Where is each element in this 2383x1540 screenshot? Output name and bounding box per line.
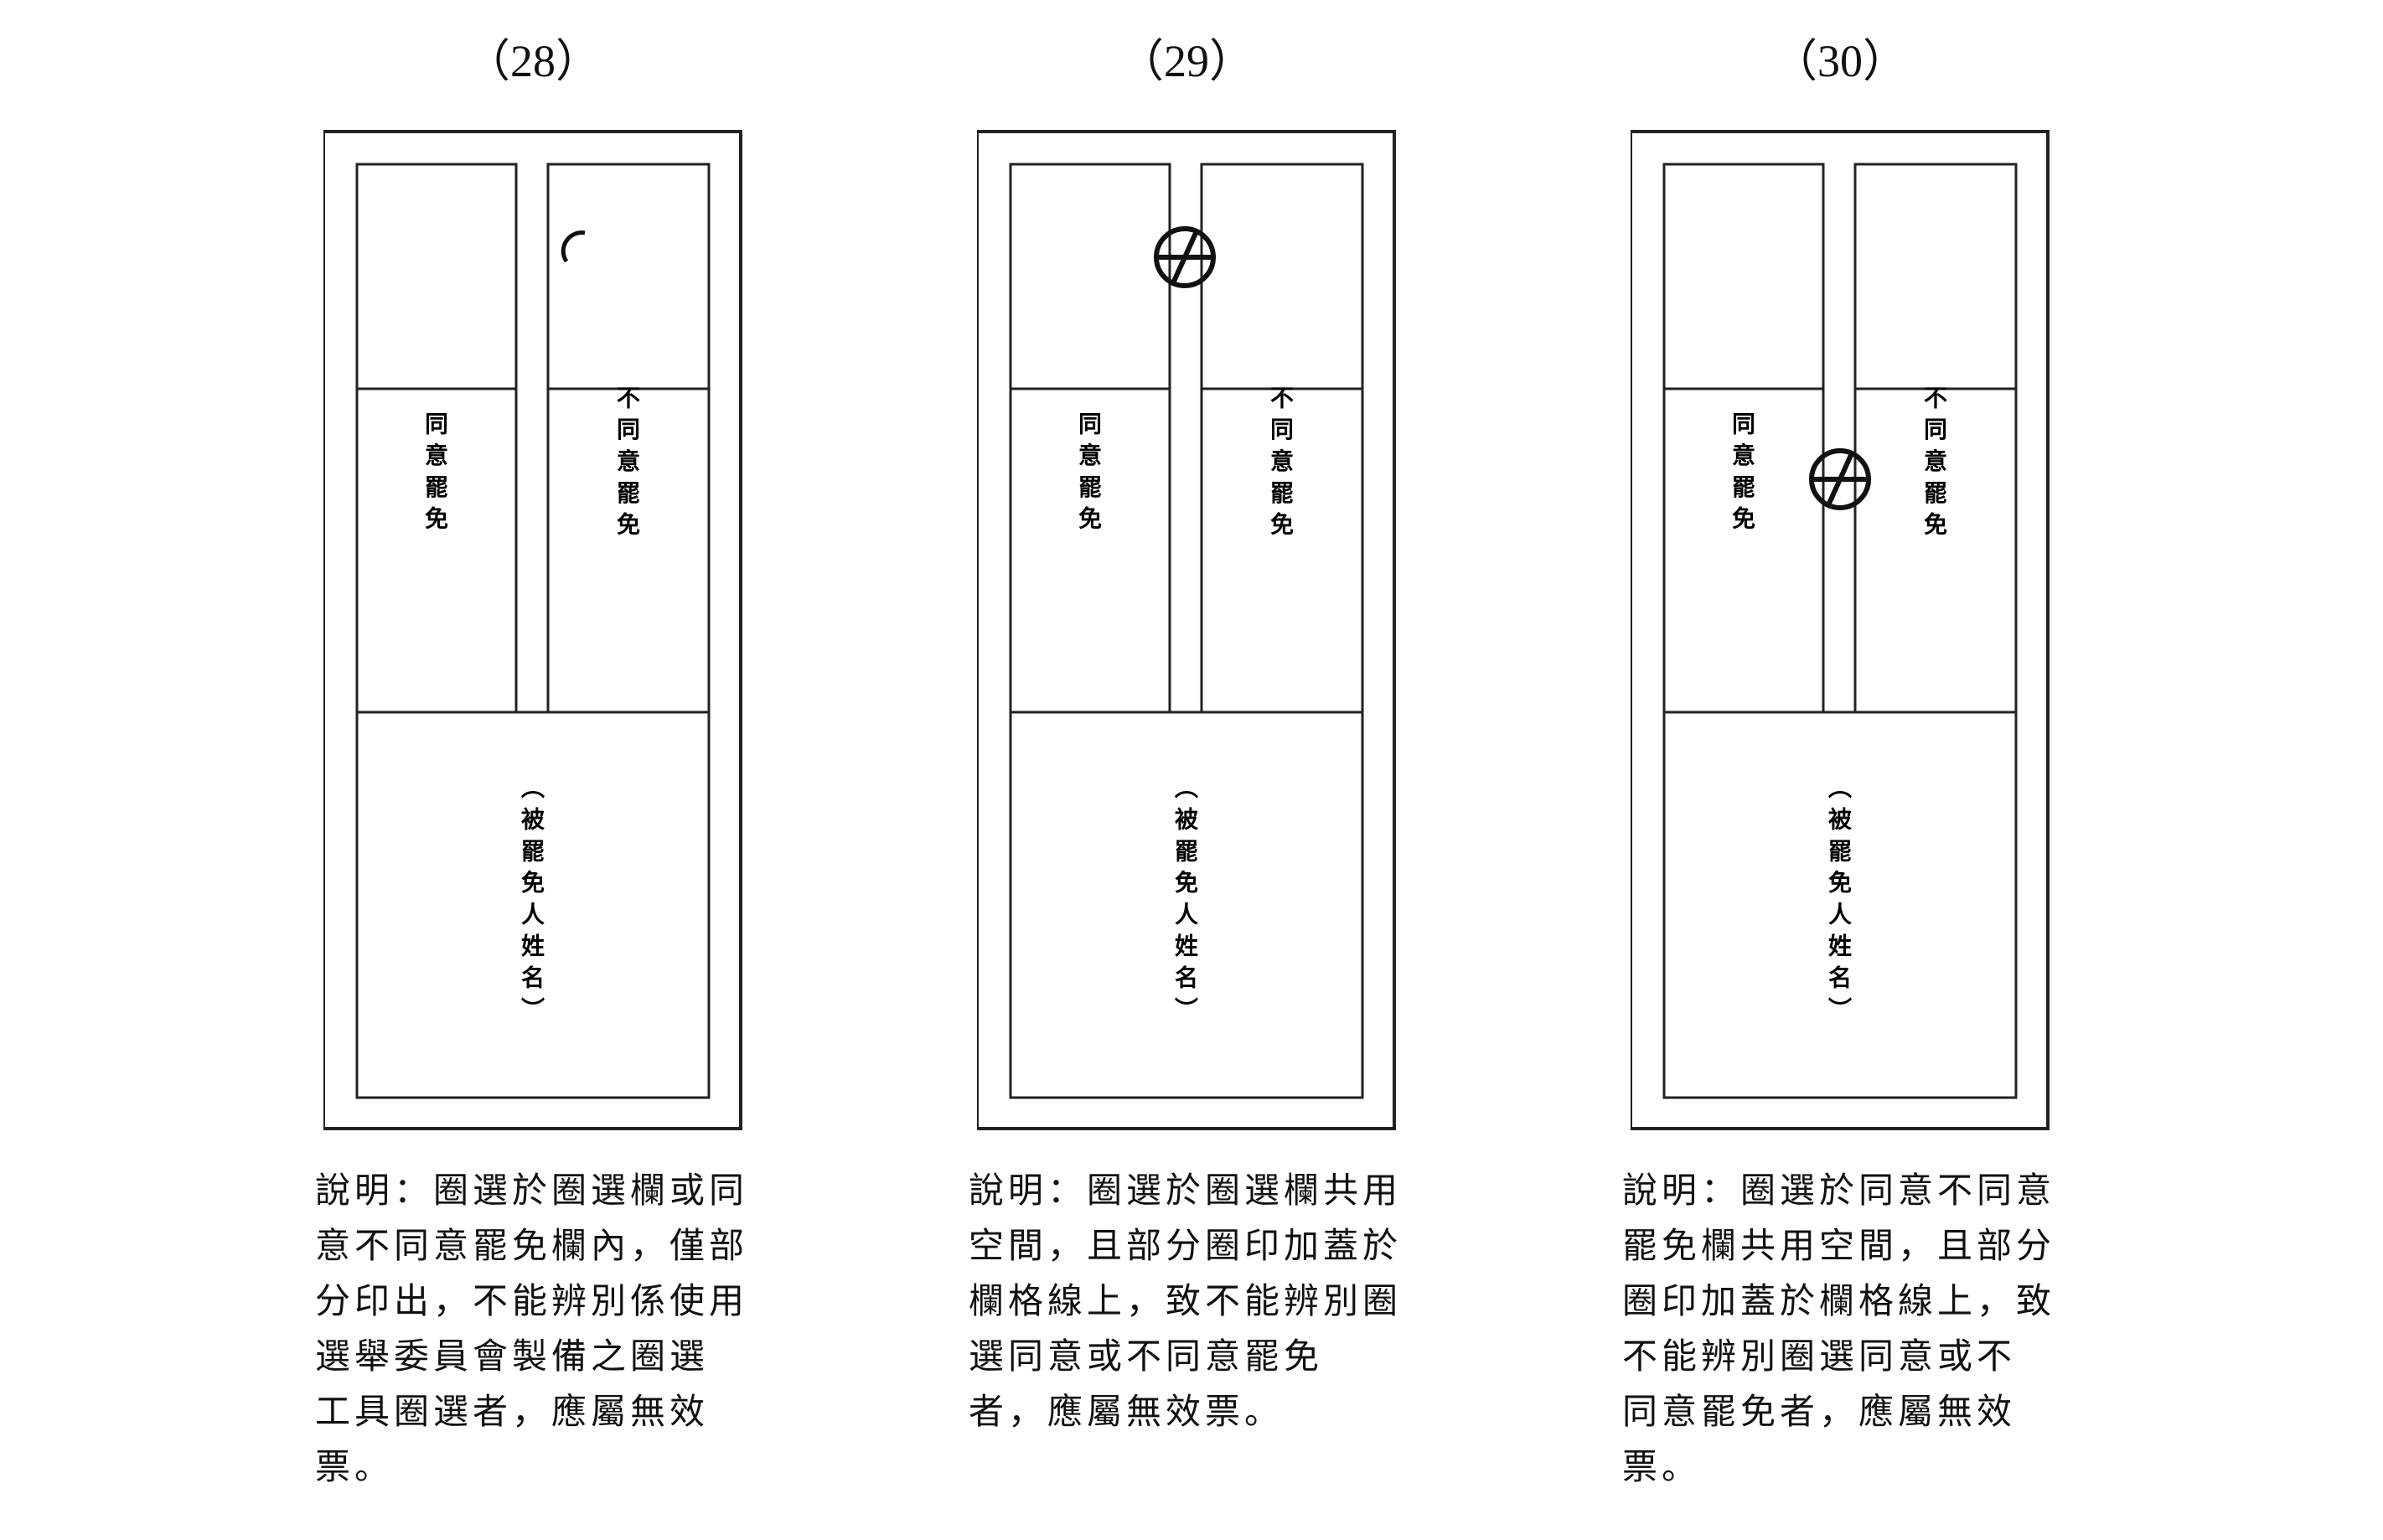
- caption-line: 欄格線上，致不能辨別圈: [969, 1280, 1403, 1321]
- caption-line: 不能辨別圈選同意或不: [1622, 1336, 2017, 1377]
- ballot-outer-border: [1631, 130, 2050, 1130]
- disagree-label: 不同意罷免: [617, 384, 640, 538]
- partial-stamp-mark: [561, 230, 586, 263]
- ballot-diagram: 同意罷免 不同意罷免 ︵被罷免人姓名︶: [977, 130, 1396, 1130]
- vote-cell-left: [1009, 163, 1171, 390]
- caption-line: 同意罷免者，應屬無效: [1622, 1391, 2017, 1432]
- name-cell: [1009, 711, 1364, 1099]
- ballot-diagram: 同意罷免 不同意罷免 ︵被罷免人姓名︶: [1631, 130, 2050, 1130]
- circle-slash-stamp: [1809, 448, 1871, 510]
- caption-line: 工具圈選者，應屬無效: [315, 1391, 710, 1432]
- agree-label: 同意罷免: [425, 410, 448, 532]
- vote-cell-left: [1662, 163, 1825, 390]
- candidate-name-label: ︵被罷免人姓名︶: [1175, 774, 1198, 1024]
- ballot-panel-29: （29） 同意罷免 不同意罷免 ︵被罷免人姓名︶ 說明：圈選於圈選欄共用 空間，…: [860, 0, 1513, 1540]
- caption-line: 圈印加蓋於欄格線上，致: [1622, 1280, 2056, 1321]
- caption-line: 說明：圈選於圈選欄共用: [969, 1170, 1403, 1211]
- caption: 說明：圈選於同意不同意 罷免欄共用空間，且部分 圈印加蓋於欄格線上，致 不能辨別…: [1622, 1163, 2058, 1495]
- caption-line: 選舉委員會製備之圈選: [315, 1336, 710, 1377]
- caption-line: 者，應屬無效票。: [969, 1391, 1285, 1432]
- vote-cell-right: [1853, 163, 2018, 390]
- name-cell: [1662, 711, 2018, 1099]
- panel-number: （29）: [1119, 36, 1254, 86]
- ballot-panel-30: （30） 同意罷免 不同意罷免 ︵被罷免人姓名︶ 說明：圈選於同意不同意 罷免欄…: [1513, 0, 2167, 1540]
- caption-line: 罷免欄共用空間，且部分: [1622, 1225, 2056, 1266]
- agree-label: 同意罷免: [1078, 410, 1102, 532]
- caption-line: 意不同意罷免欄內，僅部: [315, 1225, 749, 1266]
- caption-line: 說明：圈選於同意不同意: [1622, 1170, 2056, 1211]
- candidate-name-label: ︵被罷免人姓名︶: [1828, 774, 1852, 1024]
- disagree-label: 不同意罷免: [1924, 384, 1947, 538]
- vote-cell-right: [1200, 163, 1364, 390]
- panel-number: （30）: [1772, 36, 1908, 86]
- ballot-outer-border: [323, 130, 742, 1130]
- name-cell: [355, 711, 711, 1099]
- caption-line: 分印出，不能辨別係使用: [315, 1280, 749, 1321]
- vote-cell-left: [355, 163, 518, 390]
- panel-number: （28）: [465, 36, 601, 86]
- disagree-label: 不同意罷免: [1270, 384, 1294, 538]
- ballot-outer-border: [977, 130, 1396, 1130]
- agree-label: 同意罷免: [1732, 410, 1755, 532]
- caption: 說明：圈選於圈選欄共用 空間，且部分圈印加蓋於 欄格線上，致不能辨別圈 選同意或…: [969, 1163, 1404, 1439]
- caption-line: 空間，且部分圈印加蓋於: [969, 1225, 1403, 1266]
- caption-line: 選同意或不同意罷免: [969, 1336, 1324, 1377]
- candidate-name-label: ︵被罷免人姓名︶: [521, 774, 545, 1024]
- caption-line: 說明：圈選於圈選欄或同: [315, 1170, 749, 1211]
- ballot-panel-28: （28） 同意罷免 不同意罷免 ︵被罷免人姓名︶ 說明：圈選於圈選欄或同 意不同…: [206, 0, 860, 1540]
- circle-slash-stamp: [1154, 226, 1216, 288]
- vote-cell-right: [546, 163, 711, 390]
- caption-line: 票。: [315, 1446, 395, 1487]
- caption-line: 票。: [1622, 1446, 1702, 1487]
- ballot-diagram: 同意罷免 不同意罷免 ︵被罷免人姓名︶: [323, 130, 742, 1130]
- caption: 說明：圈選於圈選欄或同 意不同意罷免欄內，僅部 分印出，不能辨別係使用 選舉委員…: [315, 1163, 751, 1495]
